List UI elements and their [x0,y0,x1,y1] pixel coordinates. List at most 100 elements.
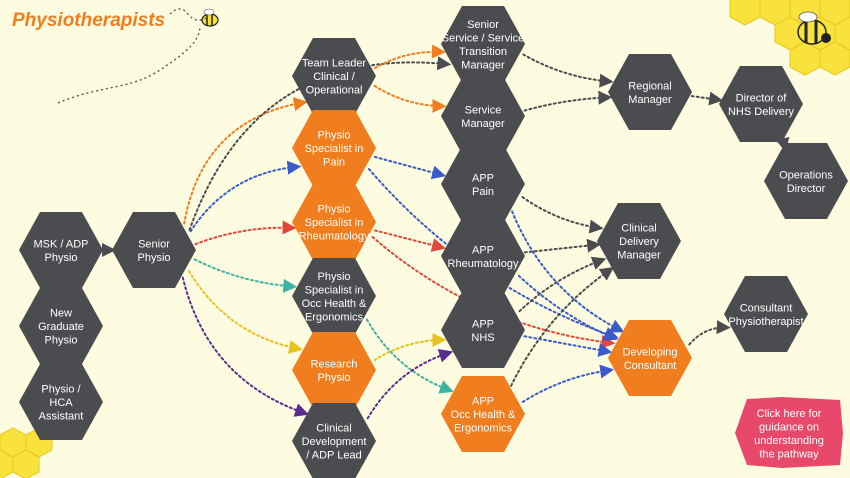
node-hexagon [441,6,525,82]
edge-senior-to-spec_occ [193,258,298,293]
edge-app_nhs-to-dev_consultant [523,335,613,357]
node-hexagon [292,110,376,186]
edge-senior-to-spec_pain [189,160,302,233]
node-hexagon [441,146,525,222]
node-hexagon [441,376,525,452]
edge-regional-to-director_nhs [690,91,724,106]
node-hexagon [719,66,803,142]
node-hexagon [292,332,376,408]
node-hexagon [441,218,525,294]
edge-senior_service-to-regional [522,53,614,88]
node-hexagon [597,203,681,279]
page-title: Physiotherapists [12,10,166,31]
edge-app_pain-to-dev_consultant [511,210,625,333]
node-hexagon [441,78,525,154]
node-hexagon [608,54,692,130]
bee-icon [797,11,831,45]
edge-senior-to-clindev [181,276,309,417]
edge-app_occ-to-dev_consultant [521,364,615,403]
node-hexagon [608,320,692,396]
node-hexagon [441,292,525,368]
bee-icon [201,8,219,27]
edge-app_pain-to-clin_delivery [521,196,604,234]
bee-trail [57,24,201,104]
node-hexagon [112,212,196,288]
edge-spec_pain-to-app_pain [373,155,447,180]
edge-teamleader-to-senior_service [374,44,446,70]
edge-senior-to-senior_service [188,56,452,231]
edge-spec_rheum-to-app_rheum [373,229,446,252]
edge-senior-to-research [187,270,303,354]
node-hexagon [292,38,376,114]
edge-senior-to-teamleader [183,97,308,225]
edge-clindev-to-app_nhs [366,349,454,420]
edge-app_rheum-to-dev_consultant [517,274,618,341]
node-hexagon [724,276,808,352]
node-hexagon [292,258,376,334]
edge-spec_occ-to-app_occ [365,318,454,394]
edge-app_nhs-to-clin_delivery [518,256,607,313]
edge-app_occ-to-clin_delivery [510,266,615,387]
edge-service_mgr-to-regional [523,90,613,112]
node-hexagon [764,143,848,219]
edge-research-to-app_nhs [373,332,447,362]
edge-dev_consultant-to-consultant [688,320,731,346]
node-hexagon [19,288,103,364]
edge-senior-to-spec_rheum [194,220,297,246]
node-hexagon [292,403,376,478]
edge-app_rheum-to-clin_delivery [523,238,602,254]
node-hexagon [292,184,376,260]
node-hexagon [19,364,103,440]
edge-teamleader-to-service_mgr [373,84,447,114]
node-hexagon [19,212,103,288]
